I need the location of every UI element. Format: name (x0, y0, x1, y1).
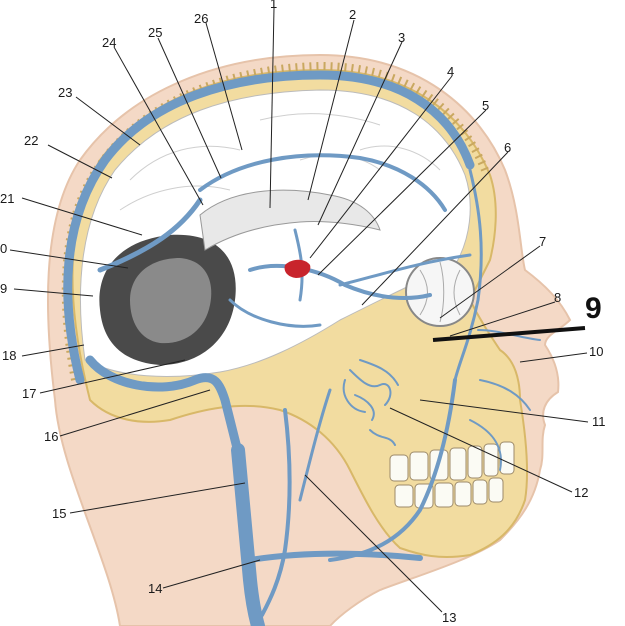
sigmoid-sinus (85, 355, 245, 465)
label-12: 12 (574, 485, 588, 500)
label-6: 6 (504, 140, 511, 155)
label-1: 1 (270, 0, 277, 11)
leader-lines (9, 7, 589, 613)
label-15: 15 (52, 506, 66, 521)
label-9-leader (432, 326, 586, 342)
external-jugular-vein (260, 408, 292, 617)
label-8: 8 (554, 290, 561, 305)
label-21: 21 (0, 191, 14, 206)
venous-network (63, 70, 541, 626)
internal-jugular-vein (231, 443, 265, 626)
label-25: 25 (148, 25, 162, 40)
label-19: 9 (0, 281, 7, 296)
inferior-sagittal-sinus (198, 153, 447, 212)
posterior-fossa-highlight (130, 258, 212, 344)
corpus-callosum (199, 189, 381, 251)
facial-branch-3 (469, 419, 502, 471)
label-16: 16 (44, 429, 58, 444)
basal-vein (228, 298, 322, 328)
retromandibular-vein (298, 388, 332, 502)
straight-sinus (97, 197, 203, 273)
label-5: 5 (482, 98, 489, 113)
label-22: 22 (24, 133, 38, 148)
superior-sagittal-sinus (63, 70, 475, 385)
eyeball (405, 257, 475, 327)
label-18: 18 (2, 348, 16, 363)
label-3: 3 (398, 30, 405, 45)
label-23: 23 (58, 85, 72, 100)
label-7: 7 (539, 234, 546, 249)
facial-branch-2 (479, 379, 531, 411)
label-20: 0 (0, 241, 7, 256)
label-24: 24 (102, 35, 116, 50)
label-26: 26 (194, 11, 208, 26)
angular-vein (453, 168, 483, 382)
superior-ophthalmic-vein (338, 253, 472, 287)
label-14: 14 (148, 581, 162, 596)
label-17: 17 (22, 386, 36, 401)
teeth (389, 441, 515, 509)
pterygoid-plexus (342, 359, 399, 446)
cavernous-sinus-marker (284, 259, 311, 278)
label-4: 4 (447, 64, 454, 79)
subclavian-vein (247, 550, 423, 563)
label-9: 9 (585, 292, 602, 325)
label-11: 11 (592, 414, 606, 429)
label-2: 2 (349, 7, 356, 22)
label-10: 10 (589, 344, 603, 359)
label-13: 13 (442, 610, 456, 625)
